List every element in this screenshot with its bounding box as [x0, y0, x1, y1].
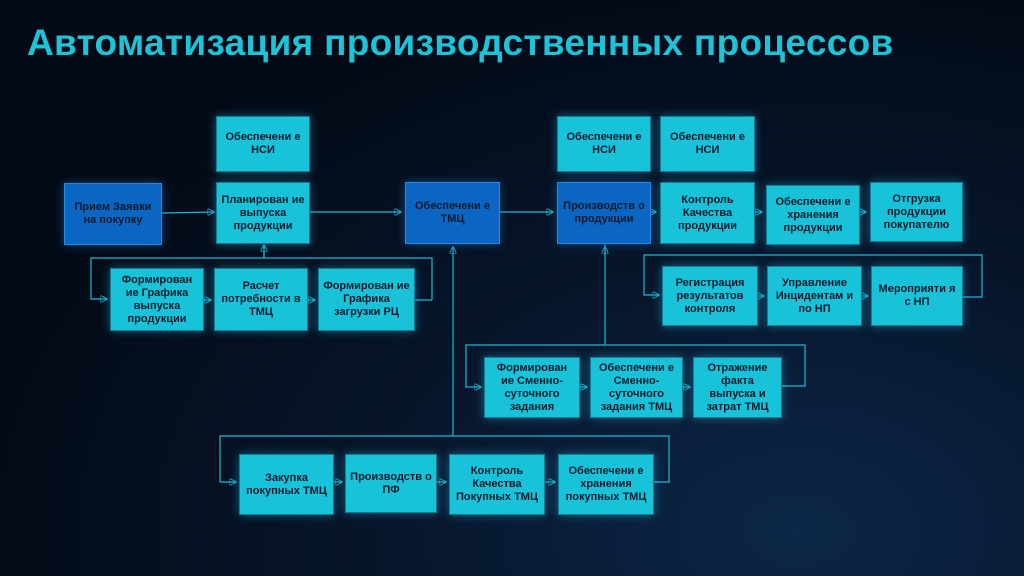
arrow-priem-to-plan	[161, 212, 214, 213]
box-planirovanie[interactable]: Планирован ие выпуска продукции	[216, 182, 310, 244]
box-meropriyatiya[interactable]: Мероприяти я с НП	[871, 266, 963, 326]
nsi-box-production[interactable]: Обеспечени е НСИ	[557, 116, 651, 172]
box-obesp-smennogo-zadaniya[interactable]: Обеспечени е Сменно-суточного задания ТМ…	[590, 357, 683, 418]
box-form-smennogo-zadaniya[interactable]: Формирован ие Сменно-суточного задания	[484, 357, 580, 418]
box-raschet-potrebnosti[interactable]: Расчет потребности в ТМЦ	[214, 268, 308, 331]
loop-planning-frame	[90, 257, 433, 300]
box-obespechenie-tmc[interactable]: Обеспечени е ТМЦ	[405, 182, 500, 244]
box-form-grafika-vypuska[interactable]: Формирован ие Графика выпуска продукции	[110, 268, 204, 331]
box-zakupka[interactable]: Закупка покупных ТМЦ	[239, 454, 334, 515]
box-hranenie-pokupnyh[interactable]: Обеспечени е хранения покупных ТМЦ	[558, 454, 654, 515]
box-kontrol-pokupnyh[interactable]: Контроль Качества Покупных ТМЦ	[449, 454, 545, 515]
loop-purchase-frame	[219, 435, 670, 482]
box-otrazhenie-fakta[interactable]: Отражение факта выпуска и затрат ТМЦ	[693, 357, 782, 418]
nsi-box-quality[interactable]: Обеспечени е НСИ	[660, 116, 755, 172]
box-hranenie[interactable]: Обеспечени е хранения продукции	[766, 185, 860, 245]
loop-quality-frame	[643, 254, 983, 297]
box-priem-zayavki[interactable]: Прием Заявки на покупку	[64, 183, 162, 245]
box-otgruzka[interactable]: Отгрузка продукции покупателю	[870, 182, 963, 242]
box-upravlenie-incidentami[interactable]: Управление Инцидентам и по НП	[767, 266, 862, 326]
loop-shift-frame	[465, 344, 806, 387]
page-title: Автоматизация производственных процессов	[27, 22, 894, 63]
box-form-grafika-zagruzki[interactable]: Формирован ие Графика загрузки РЦ	[318, 268, 415, 331]
box-proizvodstvo[interactable]: Производств о продукции	[557, 182, 651, 244]
box-registraciya[interactable]: Регистрация результатов контроля	[662, 266, 758, 326]
nsi-box-planning[interactable]: Обеспечени е НСИ	[216, 116, 310, 172]
box-kontrol-kachestva[interactable]: Контроль Качества продукции	[660, 182, 755, 244]
box-proizvodstvo-pf[interactable]: Производств о ПФ	[345, 454, 437, 513]
